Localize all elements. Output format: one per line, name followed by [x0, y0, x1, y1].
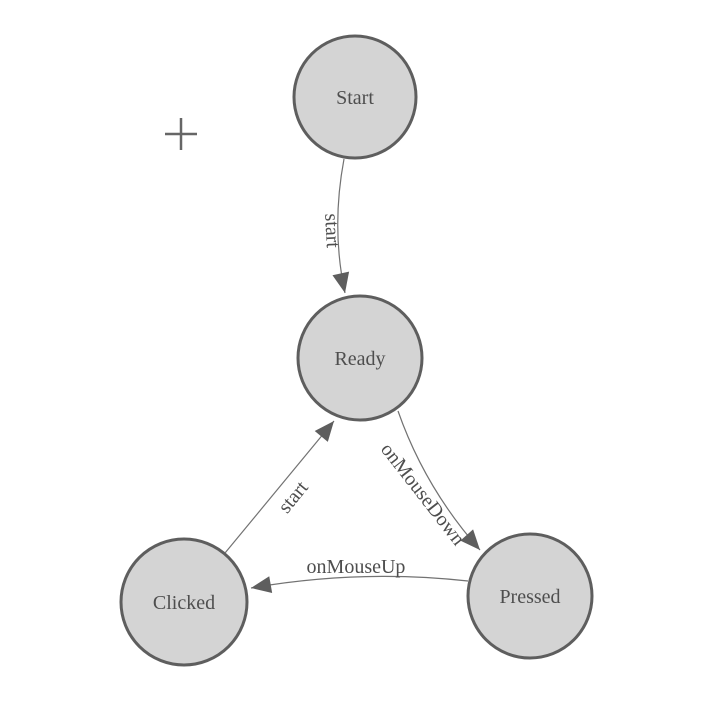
edge-line[interactable] [224, 420, 335, 554]
state-label-pressed: Pressed [499, 586, 560, 608]
state-node-start[interactable]: Start [292, 34, 418, 160]
state-circle[interactable] [292, 34, 418, 160]
edge-line[interactable] [332, 158, 350, 294]
state-label-clicked: Clicked [153, 592, 215, 614]
edge-ready-to-pressed[interactable]: onMouseDown [376, 410, 481, 551]
add-state-icon[interactable] [165, 118, 197, 150]
edge-line[interactable] [397, 410, 481, 551]
edge-label-onmousedown: onMouseDown [376, 439, 469, 550]
state-label-start: Start [336, 87, 374, 109]
state-node-pressed[interactable]: Pressed [466, 532, 594, 660]
state-circle[interactable] [466, 532, 594, 660]
edge-clicked-to-ready[interactable]: start [224, 420, 335, 554]
state-node-clicked[interactable]: Clicked [119, 537, 249, 667]
state-node-ready[interactable]: Ready [296, 294, 424, 422]
edge-label-start-ready: start [320, 213, 344, 249]
state-label-ready: Ready [334, 348, 385, 370]
edge-pressed-to-clicked[interactable]: onMouseUp [250, 556, 469, 593]
state-circle[interactable] [296, 294, 424, 422]
edge-start-to-ready[interactable]: start [320, 158, 350, 294]
edge-label-clicked-ready: start [274, 477, 313, 518]
edge-label-onmouseup: onMouseUp [307, 556, 406, 578]
state-circle[interactable] [119, 537, 249, 667]
edge-line[interactable] [250, 575, 469, 593]
